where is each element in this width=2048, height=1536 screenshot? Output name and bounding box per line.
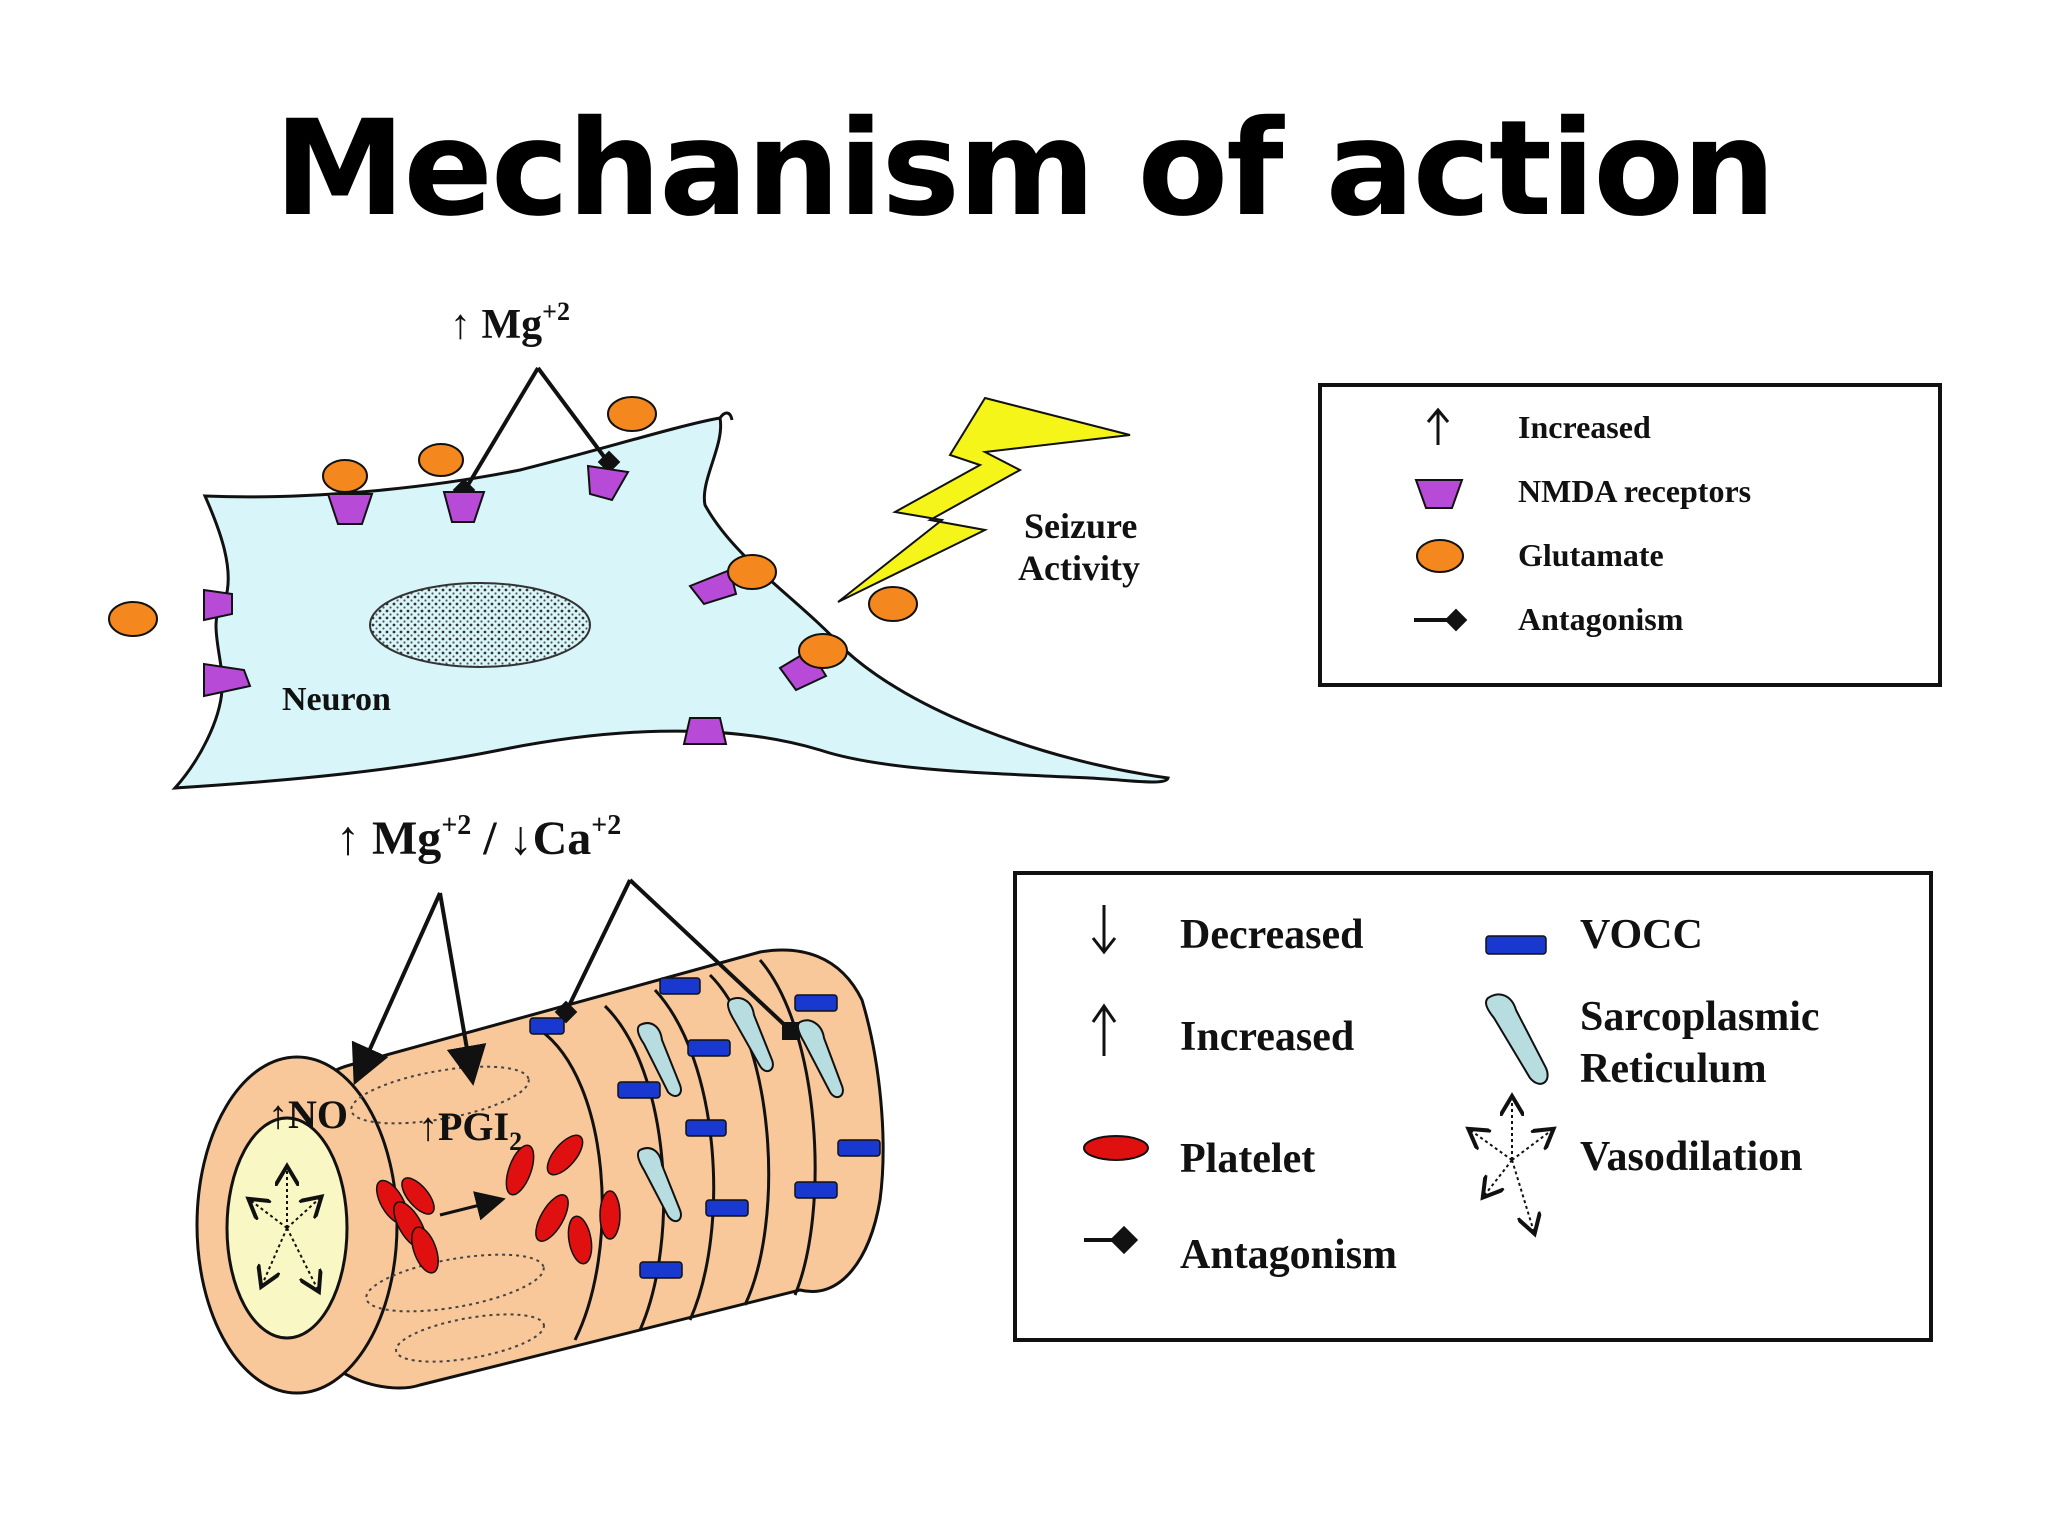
sarcoplasmic-reticulum	[636, 1022, 682, 1097]
neuron-cell	[171, 416, 1170, 790]
vocc-channel	[639, 1261, 683, 1279]
platelet-arrow	[439, 1191, 506, 1221]
up-arrow-icon	[1091, 1003, 1117, 1056]
nmda-receptor	[442, 491, 486, 523]
lightning-bolt-icon	[837, 396, 1131, 603]
vocc-channel	[687, 1039, 731, 1057]
effect-arrow	[351, 892, 442, 1086]
glutamate	[607, 396, 657, 432]
neuron-panel: Neuron ↑ Mg+2 Seiz	[108, 297, 1170, 790]
antagonism-line	[536, 366, 610, 464]
slide-title: Mechanism of action	[274, 92, 1776, 246]
vocc-channel	[705, 1199, 749, 1217]
platelet	[546, 1134, 584, 1176]
effect-arrow	[438, 892, 487, 1086]
sarcoplasmic-reticulum	[796, 1019, 844, 1099]
vasodilation-icon	[1470, 1098, 1552, 1232]
sarcoplasmic-reticulum	[726, 997, 774, 1073]
legend-bottom: Decreased Increased Platelet Antagonism …	[1013, 871, 1933, 1342]
sarcoplasmic-reticulum-icon	[1485, 993, 1549, 1085]
vocc-channel	[794, 1181, 838, 1199]
legend-label: VOCC	[1580, 912, 1703, 958]
legend-label: Decreased	[1180, 912, 1363, 958]
pgi-label: ↑PGI2	[418, 1104, 522, 1156]
vocc-channel	[529, 1017, 565, 1035]
legend-label: Sarcoplasmic	[1580, 994, 1820, 1040]
antagonism-line	[463, 366, 540, 492]
vocc-icon	[1485, 935, 1547, 955]
nmda-receptor	[203, 588, 233, 622]
glutamate	[322, 459, 368, 493]
legend-label: Increased	[1180, 1014, 1354, 1060]
sarcoplasmic-reticulum	[636, 1147, 682, 1223]
nmda-receptor	[682, 717, 728, 745]
platelet	[535, 1194, 569, 1242]
vasodilation-arrows	[250, 1168, 320, 1290]
antagonism-line	[628, 878, 792, 1032]
legend-label: Antagonism	[1518, 601, 1684, 637]
nucleus	[369, 582, 591, 668]
vocc-channel	[659, 977, 701, 995]
legend-label: NMDA receptors	[1518, 473, 1751, 509]
glutamate	[798, 633, 848, 669]
nmda-receptor	[688, 568, 738, 606]
glutamate	[868, 586, 918, 622]
legend-label: Vasodilation	[1580, 1134, 1803, 1180]
nmda-receptor	[203, 662, 252, 698]
antagonism-line	[564, 879, 632, 1013]
glutamate	[727, 554, 777, 590]
glutamate	[418, 443, 464, 477]
legend-label: Increased	[1518, 409, 1651, 445]
vocc-channel	[837, 1139, 881, 1157]
legend-label: Reticulum	[1580, 1046, 1767, 1092]
legend-top: Increased NMDA receptors Glutamate Antag…	[1318, 383, 1942, 687]
glutamate-icon	[1416, 539, 1464, 573]
vessel-panel: ↑ Mg+2 / ↓Ca+2	[195, 810, 885, 1395]
antagonism-square	[782, 1022, 800, 1040]
platelet	[505, 1144, 535, 1196]
platelet	[401, 1177, 435, 1215]
platelet	[567, 1215, 593, 1265]
vocc-channel	[685, 1119, 727, 1137]
vocc-channel	[794, 994, 838, 1012]
no-label: ↑NO	[268, 1092, 348, 1137]
mg-label-top: ↑ Mg+2	[450, 297, 570, 348]
seizure-label: Activity	[1018, 548, 1140, 588]
nmda-receptor	[586, 464, 630, 502]
seizure-label: Seizure	[1024, 506, 1137, 546]
ion-label: ↑ Mg+2 / ↓Ca+2	[336, 810, 621, 865]
down-arrow-icon	[1091, 905, 1117, 955]
nmda-receptor	[326, 493, 374, 525]
nmda-receptor-icon	[1414, 479, 1464, 509]
glutamate	[108, 601, 158, 637]
neuron-label: Neuron	[282, 681, 391, 718]
legend-label: Glutamate	[1518, 537, 1664, 573]
platelet	[599, 1190, 621, 1240]
vocc-channel	[617, 1081, 661, 1099]
legend-label: Platelet	[1180, 1136, 1315, 1182]
platelet-icon	[1083, 1135, 1149, 1161]
platelet	[411, 1226, 439, 1274]
legend-label: Antagonism	[1180, 1232, 1397, 1278]
up-arrow-icon	[1426, 407, 1450, 445]
